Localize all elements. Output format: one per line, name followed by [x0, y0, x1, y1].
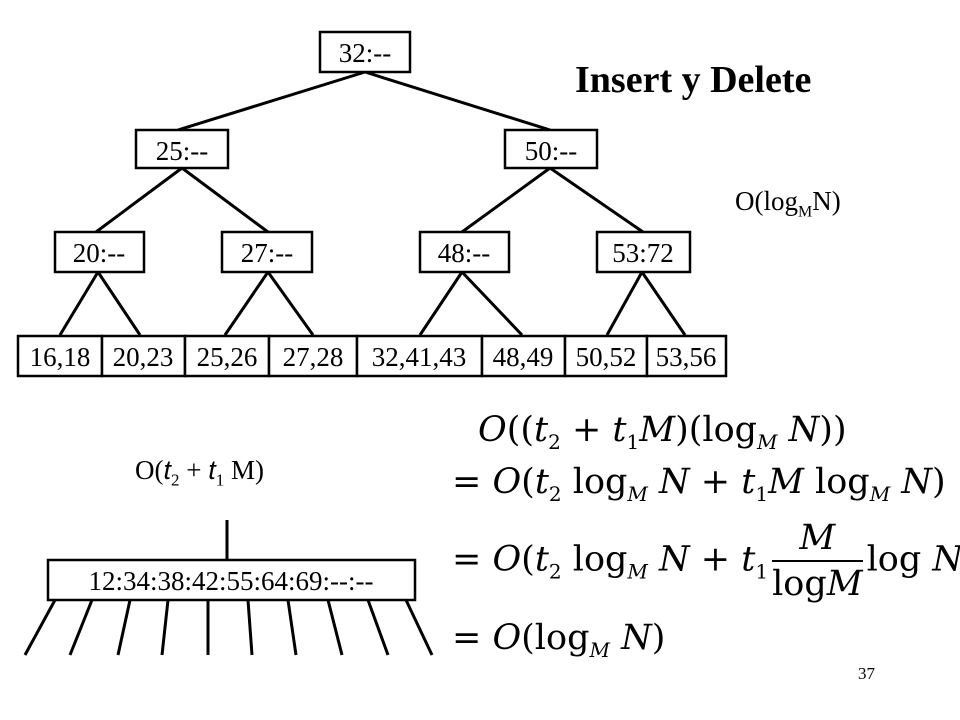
slide-title: Insert y Delete [575, 59, 812, 101]
complexity-sub: M [798, 203, 813, 221]
tree-node-root: 32:-- [318, 30, 412, 74]
equation-line-4: = O(logM N) [452, 618, 666, 662]
node-label: 25:-- [156, 136, 208, 166]
leaf-label: 16,18 [30, 342, 91, 372]
cost-plus: + [179, 455, 209, 485]
node-label: 53:72 [612, 238, 674, 268]
leaf-label: 27,28 [283, 342, 344, 372]
page-number: 37 [858, 664, 875, 683]
complexity-base: O(log [735, 186, 798, 216]
node-label: 27:-- [241, 238, 293, 268]
node-cost: O(t2 + t1 M) [135, 455, 264, 490]
tree-node-level1-1: 50:-- [503, 128, 599, 170]
equation-line-1: O((t2 + t1M)(logM N)) [478, 410, 847, 454]
cost-t1: t [208, 455, 216, 485]
tree-leaves: 16,18 20,23 25,26 27,28 32,41,43 48,49 5… [16, 334, 728, 378]
tree-node-level2-0: 20:-- [53, 230, 146, 274]
tree-edges [23, 70, 687, 656]
tree-node-level2-2: 48:-- [418, 230, 511, 274]
cost-t2-sub: 2 [171, 470, 180, 490]
leaf-label: 20,23 [113, 342, 174, 372]
cost-suffix: M) [224, 455, 265, 485]
tree-complexity: O(logMN) [735, 186, 841, 221]
equation-line-2: = O(t2 logM N + t1M logM N) [452, 462, 946, 506]
node-label: 32:-- [339, 38, 391, 68]
node-label: 50:-- [525, 136, 577, 166]
node-label: 48:-- [438, 238, 490, 268]
complexity-end: N) [812, 186, 841, 216]
leaf-label: 53,56 [656, 342, 717, 372]
leaf-label: 32,41,43 [372, 342, 467, 372]
wide-node-label: 12:34:38:42:55:64:69:--:-- [89, 566, 374, 596]
tree-node-level1-0: 25:-- [134, 128, 230, 170]
node-label: 20:-- [73, 238, 125, 268]
cost-t1-sub: 1 [215, 470, 225, 490]
tree-node-level2-1: 27:-- [220, 230, 314, 274]
tree-node-level2-3: 53:72 [595, 230, 692, 274]
leaf-label: 25,26 [197, 342, 258, 372]
wide-node: 12:34:38:42:55:64:69:--:-- [46, 558, 417, 602]
leaf-label: 48,49 [493, 342, 554, 372]
leaf-label: 50,52 [576, 342, 637, 372]
cost-t2: t [163, 455, 172, 485]
cost-prefix: O( [135, 455, 164, 485]
